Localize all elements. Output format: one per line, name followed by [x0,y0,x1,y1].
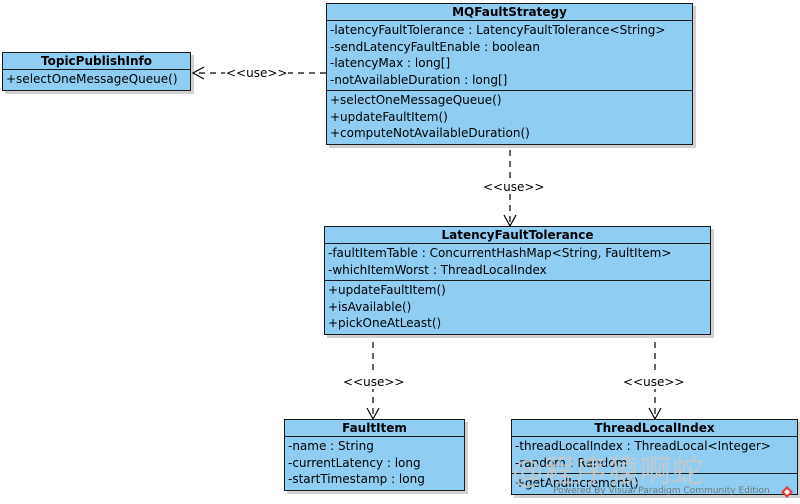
arrowhead-topicpublishinfo [191,66,205,80]
attribute: -whichItemWorst : ThreadLocalIndex [328,262,547,277]
attribute: -latencyFaultTolerance : LatencyFaultTol… [330,23,666,37]
class-name: FaultItem [285,420,464,437]
attribute: -latencyMax : long[] [330,56,451,70]
attribute: -random : Random [515,455,628,470]
operations-section: +updateFaultItem() +isAvailable() +pickO… [325,281,710,334]
operation: +updateFaultItem() [328,283,446,297]
attribute: -name : String [288,439,374,453]
attribute: -threadLocalIndex : ThreadLocal<Integer> [515,439,771,453]
class-threadlocalindex[interactable]: ThreadLocalIndex -threadLocalIndex : Thr… [511,419,798,495]
edge-label-mq-tpi: <<use>> [225,66,289,80]
operation: +getAndIncrement() [515,476,639,490]
class-latencyfaulttolerance[interactable]: LatencyFaultTolerance -faultItemTable : … [324,226,711,335]
operation: +selectOneMessageQueue() [6,72,178,86]
operation: +updateFaultItem() [330,109,448,124]
class-mqfaultstrategy[interactable]: MQFaultStrategy -latencyFaultTolerance :… [326,3,693,145]
operations-section: +selectOneMessageQueue() +updateFaultIte… [327,91,692,144]
attributes-section: -name : String -currentLatency : long -s… [285,437,464,490]
attributes-section: -faultItemTable : ConcurrentHashMap<Stri… [325,244,710,281]
attribute: -notAvailableDuration : long[] [330,72,508,87]
operation: +pickOneAtLeast() [328,316,442,330]
class-faultitem[interactable]: FaultItem -name : String -currentLatency… [284,419,465,491]
visual-paradigm-logo-icon [781,486,793,498]
class-topicpublishinfo[interactable]: TopicPublishInfo +selectOneMessageQueue(… [2,52,191,91]
operation: +isAvailable() [328,299,412,314]
operations-section: +getAndIncrement() [512,474,797,494]
attributes-section: -latencyFaultTolerance : LatencyFaultTol… [327,21,692,91]
operation: +computeNotAvailableDuration() [330,126,530,140]
attributes-section: -threadLocalIndex : ThreadLocal<Integer>… [512,437,797,474]
attribute: -currentLatency : long [288,455,421,470]
edge-label-lft-fi: <<use>> [342,375,406,389]
attribute: -sendLatencyFaultEnable : boolean [330,39,540,54]
operations-section: +selectOneMessageQueue() [3,70,190,90]
footer-credit: Powered By Visual Paradigm Community Edi… [553,486,770,496]
edge-label-mq-lft: <<use>> [482,180,546,194]
edge-label-lft-tli: <<use>> [622,375,686,389]
attribute: -faultItemTable : ConcurrentHashMap<Stri… [328,246,672,260]
operation: +selectOneMessageQueue() [330,93,502,107]
class-name: ThreadLocalIndex [512,420,797,437]
class-name: TopicPublishInfo [3,53,190,70]
watermark-text: @程序猿啊蛇 [512,454,704,490]
class-name: MQFaultStrategy [327,4,692,21]
attribute: -startTimestamp : long [288,472,425,486]
class-name: LatencyFaultTolerance [325,227,710,244]
